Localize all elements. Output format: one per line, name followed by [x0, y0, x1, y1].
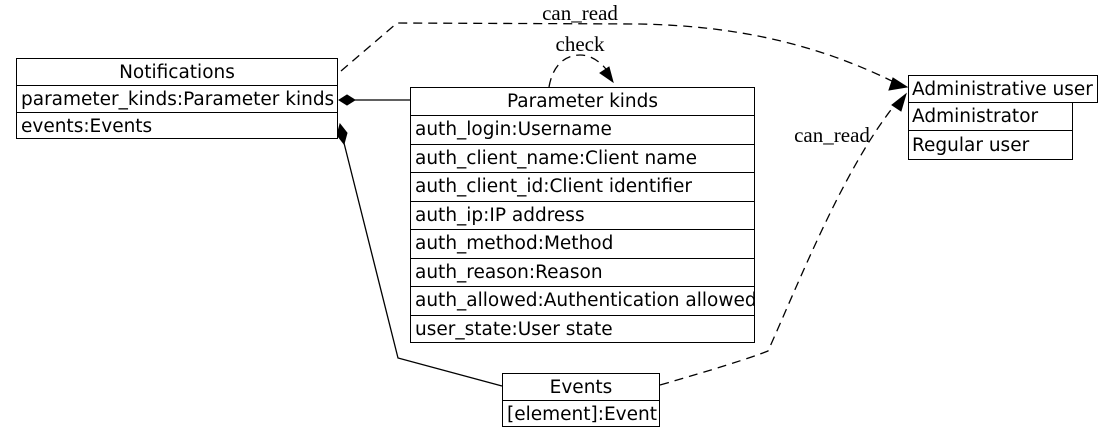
node-administrative-user-title: Administrative user: [908, 75, 1098, 103]
edge-label-can-read-top: can_read: [542, 1, 618, 25]
arrowhead-can-read-bottom: [891, 92, 907, 112]
node-parameter-kinds-row-auth-client-id: auth_client_id:Client identifier: [411, 173, 754, 202]
node-parameter-kinds-row-user-state: user_state:User state: [415, 319, 613, 341]
arrowhead-check: [599, 66, 614, 84]
diamond-parameter-kinds: [338, 94, 356, 106]
edge-label-check: check: [555, 32, 605, 56]
arrowhead-can-read-top: [888, 77, 909, 91]
node-notifications-row-parameter-kinds: parameter_kinds:Parameter kinds: [17, 86, 337, 113]
node-administrative-user-row-administrator: Administrator: [908, 102, 1073, 131]
node-parameter-kinds-row-auth-allowed: auth_allowed:Authentication allowed: [411, 287, 754, 316]
node-administrative-user-row-regular-user: Regular user: [908, 130, 1073, 160]
edge-events-link: [343, 142, 503, 387]
edge-can-read-bottom: [659, 100, 899, 386]
node-parameter-kinds-row-auth-reason: auth_reason:Reason: [411, 259, 754, 287]
edge-can-read-top: [340, 22, 899, 85]
node-parameter-kinds-row-auth-ip: auth_ip:IP address: [411, 202, 754, 230]
node-events-row-element: [element]:Event: [507, 404, 657, 425]
node-parameter-kinds-row-auth-method: auth_method:Method: [411, 230, 754, 259]
node-notifications: Notifications parameter_kinds:Parameter …: [16, 58, 338, 139]
edge-check: [548, 54, 610, 88]
node-events-title: Events: [503, 374, 659, 401]
diamond-events: [336, 122, 348, 146]
node-parameter-kinds: Parameter kinds auth_login:Username auth…: [410, 87, 755, 343]
node-parameter-kinds-row-auth-login: auth_login:Username: [411, 116, 754, 145]
node-notifications-row-events: events:Events: [21, 116, 153, 137]
node-notifications-title: Notifications: [17, 59, 337, 86]
node-parameter-kinds-title: Parameter kinds: [411, 88, 754, 116]
edge-label-can-read-bottom: can_read: [794, 123, 870, 147]
node-parameter-kinds-row-auth-client-name: auth_client_name:Client name: [411, 145, 754, 173]
node-events: Events [element]:Event: [502, 373, 660, 427]
